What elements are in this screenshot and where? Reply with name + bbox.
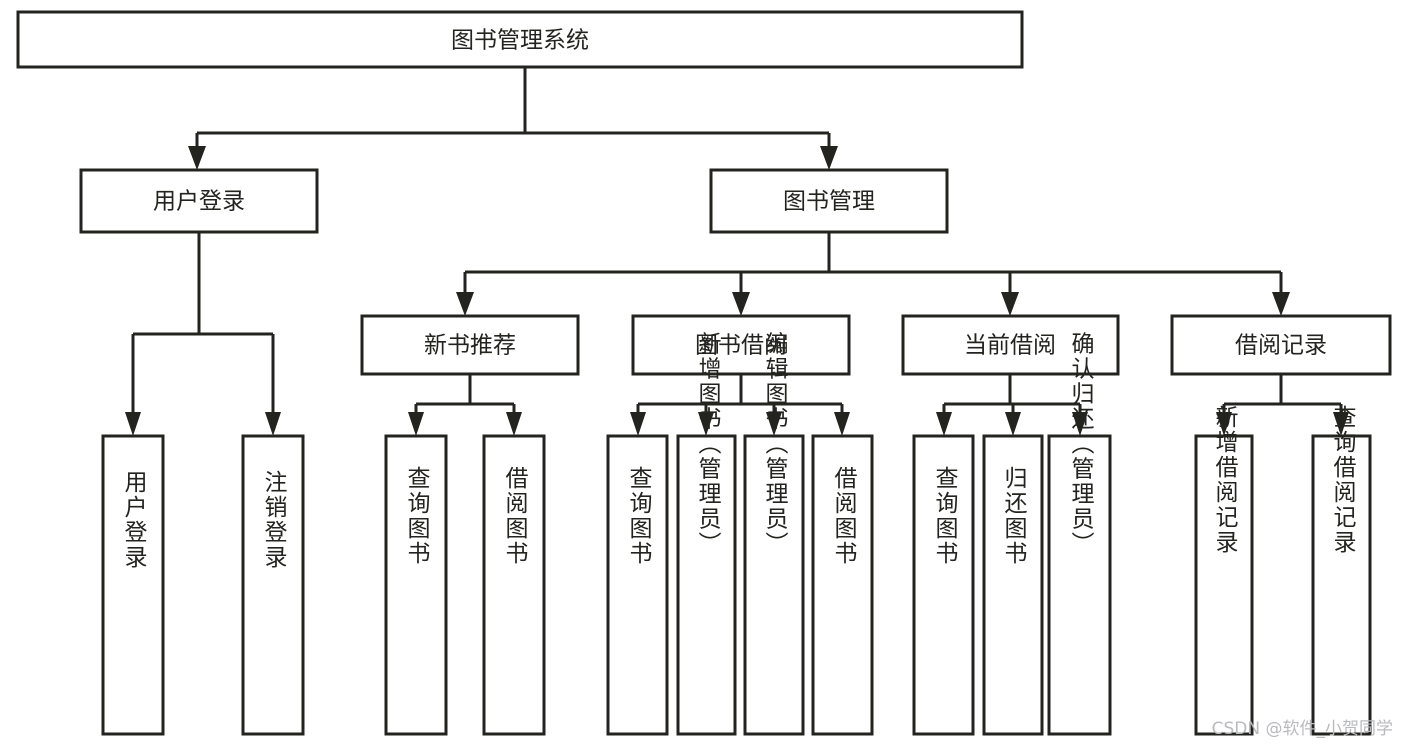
arrowhead-bb-leaf-1: [630, 412, 646, 436]
arrowhead-bb-leaf-3: [766, 412, 782, 436]
leaf-cb-confirm-return-label: 确认归还（管理员）: [1067, 332, 1095, 557]
leaf-cb-confirm-return-box: [1047, 434, 1112, 736]
leaf-bb-borrow-book-label: 借阅图书: [830, 466, 858, 566]
leaf-logout-label: 注销登录: [260, 470, 288, 570]
leaf-logout-box: [241, 434, 305, 736]
leaf-bb-query-book-box: [606, 434, 669, 736]
node-root-label: 图书管理系统: [451, 28, 589, 54]
leaf-bb-edit-book-label: 编辑图书（管理员）: [761, 332, 789, 557]
arrowhead-nbr-leaf-1: [408, 412, 424, 436]
node-borrow-record-label: 借阅记录: [1235, 333, 1327, 359]
node-root-box: [16, 10, 1024, 69]
leaf-br-query-record-label: 查询借阅记录: [1329, 405, 1357, 555]
leaf-nbr-borrow-book-label: 借阅图书: [501, 466, 529, 566]
arrowhead-br-leaf-2: [1333, 412, 1349, 436]
leaf-cb-return-book-label: 归还图书: [1000, 466, 1028, 566]
leaf-cb-query-book-label: 查询图书: [931, 466, 959, 566]
arrowhead-current-borrow: [1001, 292, 1019, 316]
leaf-nbr-query-book-label: 查询图书: [403, 466, 431, 566]
leaf-br-add-record-label: 新增借阅记录: [1211, 405, 1239, 555]
node-root[interactable]: 图书管理系统: [16, 10, 1024, 69]
node-user-login[interactable]: 用户登录: [79, 168, 319, 234]
leaf-br-query-record-box: [1311, 434, 1372, 736]
arrowhead-cb-leaf-1: [936, 412, 952, 436]
leaf-bb-add-book[interactable]: 新增图书（管理员）: [676, 332, 737, 736]
leaf-user-login[interactable]: 用户登录: [101, 434, 165, 736]
arrowhead-user-login: [188, 146, 206, 170]
leaf-bb-edit-book-box: [743, 434, 805, 736]
leaf-logout[interactable]: 注销登录: [241, 434, 305, 736]
leaf-bb-borrow-book-box: [811, 434, 874, 736]
node-new-book-recommend-label: 新书推荐: [424, 333, 516, 359]
leaf-user-login-box: [101, 434, 165, 736]
leaf-cb-confirm-return[interactable]: 确认归还（管理员）: [1047, 332, 1112, 736]
node-book-borrowing-label: 图书借阅: [695, 333, 787, 359]
node-borrow-record[interactable]: 借阅记录: [1170, 314, 1392, 376]
leaf-br-query-record[interactable]: 查询借阅记录: [1311, 405, 1372, 736]
arrowhead-new-book-rec: [456, 292, 474, 316]
arrowhead-bb-leaf-2: [698, 412, 714, 436]
leaf-bb-edit-book[interactable]: 编辑图书（管理员）: [743, 332, 805, 736]
node-book-management[interactable]: 图书管理: [709, 168, 949, 234]
leaf-nbr-query-book[interactable]: 查询图书: [384, 434, 448, 736]
arrowhead-br-leaf-1: [1216, 412, 1232, 436]
leaf-cb-query-book[interactable]: 查询图书: [912, 434, 975, 736]
leaf-bb-query-book-label: 查询图书: [625, 466, 653, 566]
arrowhead-bb-leaf-4: [834, 412, 850, 436]
arrowhead-book-mgmt: [820, 146, 838, 170]
leaf-bb-borrow-book[interactable]: 借阅图书: [811, 434, 874, 736]
leaf-bb-add-book-box: [676, 434, 737, 736]
node-book-borrowing-box: [631, 314, 851, 376]
arrowhead-cb-leaf-2: [1005, 412, 1021, 436]
leaf-br-add-record[interactable]: 新增借阅记录: [1194, 405, 1254, 736]
node-book-management-box: [709, 168, 949, 234]
arrowhead-cb-leaf-3: [1072, 412, 1088, 436]
node-user-login-label: 用户登录: [153, 189, 245, 215]
leaf-nbr-borrow-book[interactable]: 借阅图书: [482, 434, 546, 736]
arrowhead-borrow-record: [1272, 292, 1290, 316]
leaf-br-add-record-box: [1194, 434, 1254, 736]
node-current-borrow[interactable]: 当前借阅: [901, 314, 1120, 376]
leaf-nbr-query-book-box: [384, 434, 448, 736]
node-new-book-recommend[interactable]: 新书推荐: [360, 314, 580, 376]
node-current-borrow-label: 当前借阅: [964, 333, 1056, 359]
arrowhead-leaf-user-login: [125, 412, 141, 436]
leaf-cb-return-book[interactable]: 归还图书: [982, 434, 1044, 736]
arrowhead-leaf-logout: [265, 412, 281, 436]
arrowhead-book-borrow: [732, 292, 750, 316]
leaf-cb-return-book-box: [982, 434, 1044, 736]
node-current-borrow-box: [901, 314, 1120, 376]
leaf-bb-query-book[interactable]: 查询图书: [606, 434, 669, 736]
node-new-book-recommend-box: [360, 314, 580, 376]
arrowhead-nbr-leaf-2: [506, 412, 522, 436]
leaf-nbr-borrow-book-box: [482, 434, 546, 736]
leaf-cb-query-book-box: [912, 434, 975, 736]
node-book-management-label: 图书管理: [783, 189, 875, 215]
leaf-user-login-label: 用户登录: [120, 470, 148, 570]
node-book-borrowing[interactable]: 图书借阅: [631, 314, 851, 376]
leaf-bb-add-book-label: 新增图书（管理员）: [694, 332, 722, 557]
